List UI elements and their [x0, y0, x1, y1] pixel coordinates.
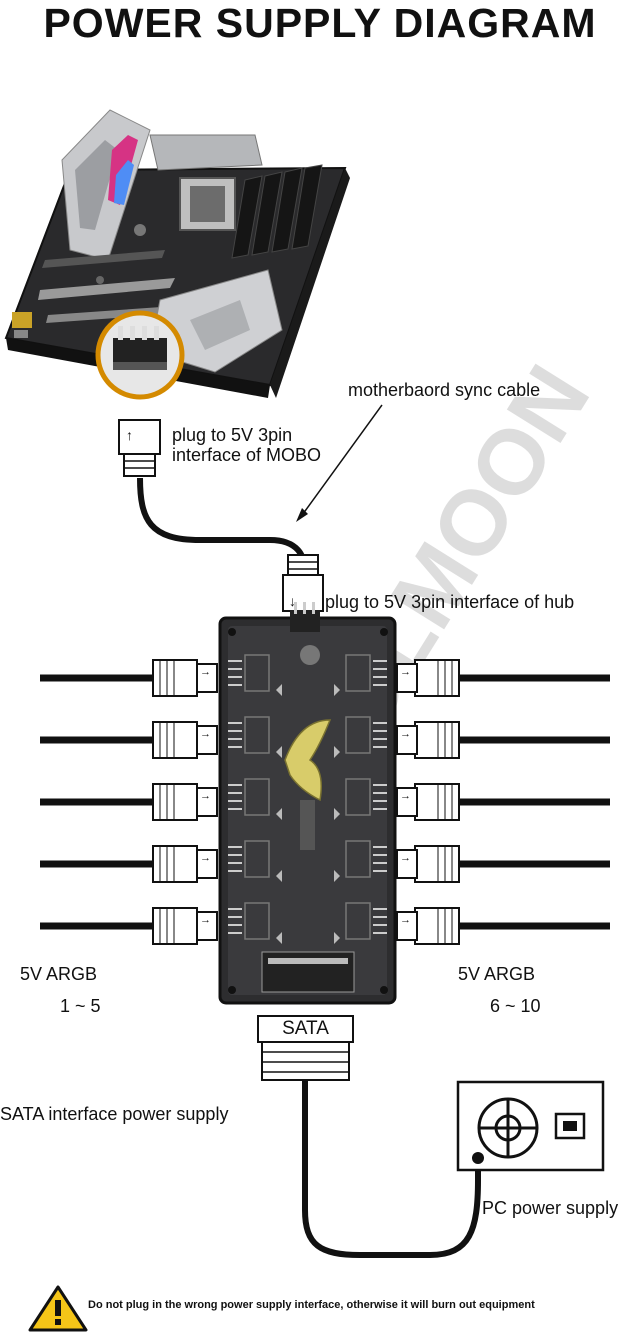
right-group-range: 6 ~ 10	[490, 996, 541, 1016]
pc-power-supply-icon	[456, 1080, 605, 1172]
left-cable-2: →	[40, 721, 218, 759]
left-cable-4: →	[40, 845, 218, 883]
hub-plug-label: plug to 5V 3pin interface of hub	[325, 592, 575, 612]
sata-connector-label: SATA	[282, 1018, 329, 1039]
svg-text:↓: ↓	[289, 593, 296, 609]
warning-triangle-icon	[28, 1285, 88, 1332]
mobo-plug-label-line1: plug to 5V 3pin	[172, 425, 293, 445]
right-cable-10: →	[396, 907, 610, 945]
right-cable-8: →	[396, 783, 610, 821]
mobo-plug-label-line2: interface of MOBO	[172, 445, 322, 465]
right-cable-6: →	[396, 659, 610, 697]
sync-cable-label: motherbaord sync cable	[348, 380, 541, 400]
sync-cable: ↑ ↓	[118, 404, 383, 612]
svg-text:→: →	[200, 790, 211, 802]
warning-text: Do not plug in the wrong power supply in…	[88, 1299, 535, 1311]
svg-text:→: →	[400, 852, 411, 864]
right-cable-9: →	[396, 845, 610, 883]
right-argb-cables: → → → → →	[396, 659, 610, 945]
svg-text:→: →	[400, 914, 411, 926]
argb-hub-board	[218, 602, 397, 1005]
svg-text:→: →	[200, 728, 211, 740]
left-group-label: 5V ARGB	[20, 964, 98, 984]
svg-text:→: →	[200, 852, 211, 864]
sata-cable	[257, 1015, 481, 1258]
right-cable-7: →	[396, 721, 610, 759]
sata-power-label: SATA interface power supply	[0, 1104, 229, 1124]
svg-text:↑: ↑	[126, 427, 133, 443]
svg-text:→: →	[200, 666, 211, 678]
left-cable-3: →	[40, 783, 218, 821]
page-title: POWER SUPPLY DIAGRAM	[43, 0, 597, 46]
left-cable-5: →	[40, 907, 218, 945]
svg-text:→: →	[200, 914, 211, 926]
left-argb-cables: → → → → →	[40, 659, 218, 945]
right-group-label: 5V ARGB	[458, 964, 536, 984]
motherboard-illustration	[4, 109, 350, 400]
left-cable-1: →	[40, 659, 218, 697]
svg-text:→: →	[400, 790, 411, 802]
svg-text:→: →	[400, 728, 411, 740]
pc-power-label: PC power supply	[482, 1198, 619, 1218]
left-group-range: 1 ~ 5	[60, 996, 101, 1016]
svg-text:→: →	[400, 666, 411, 678]
